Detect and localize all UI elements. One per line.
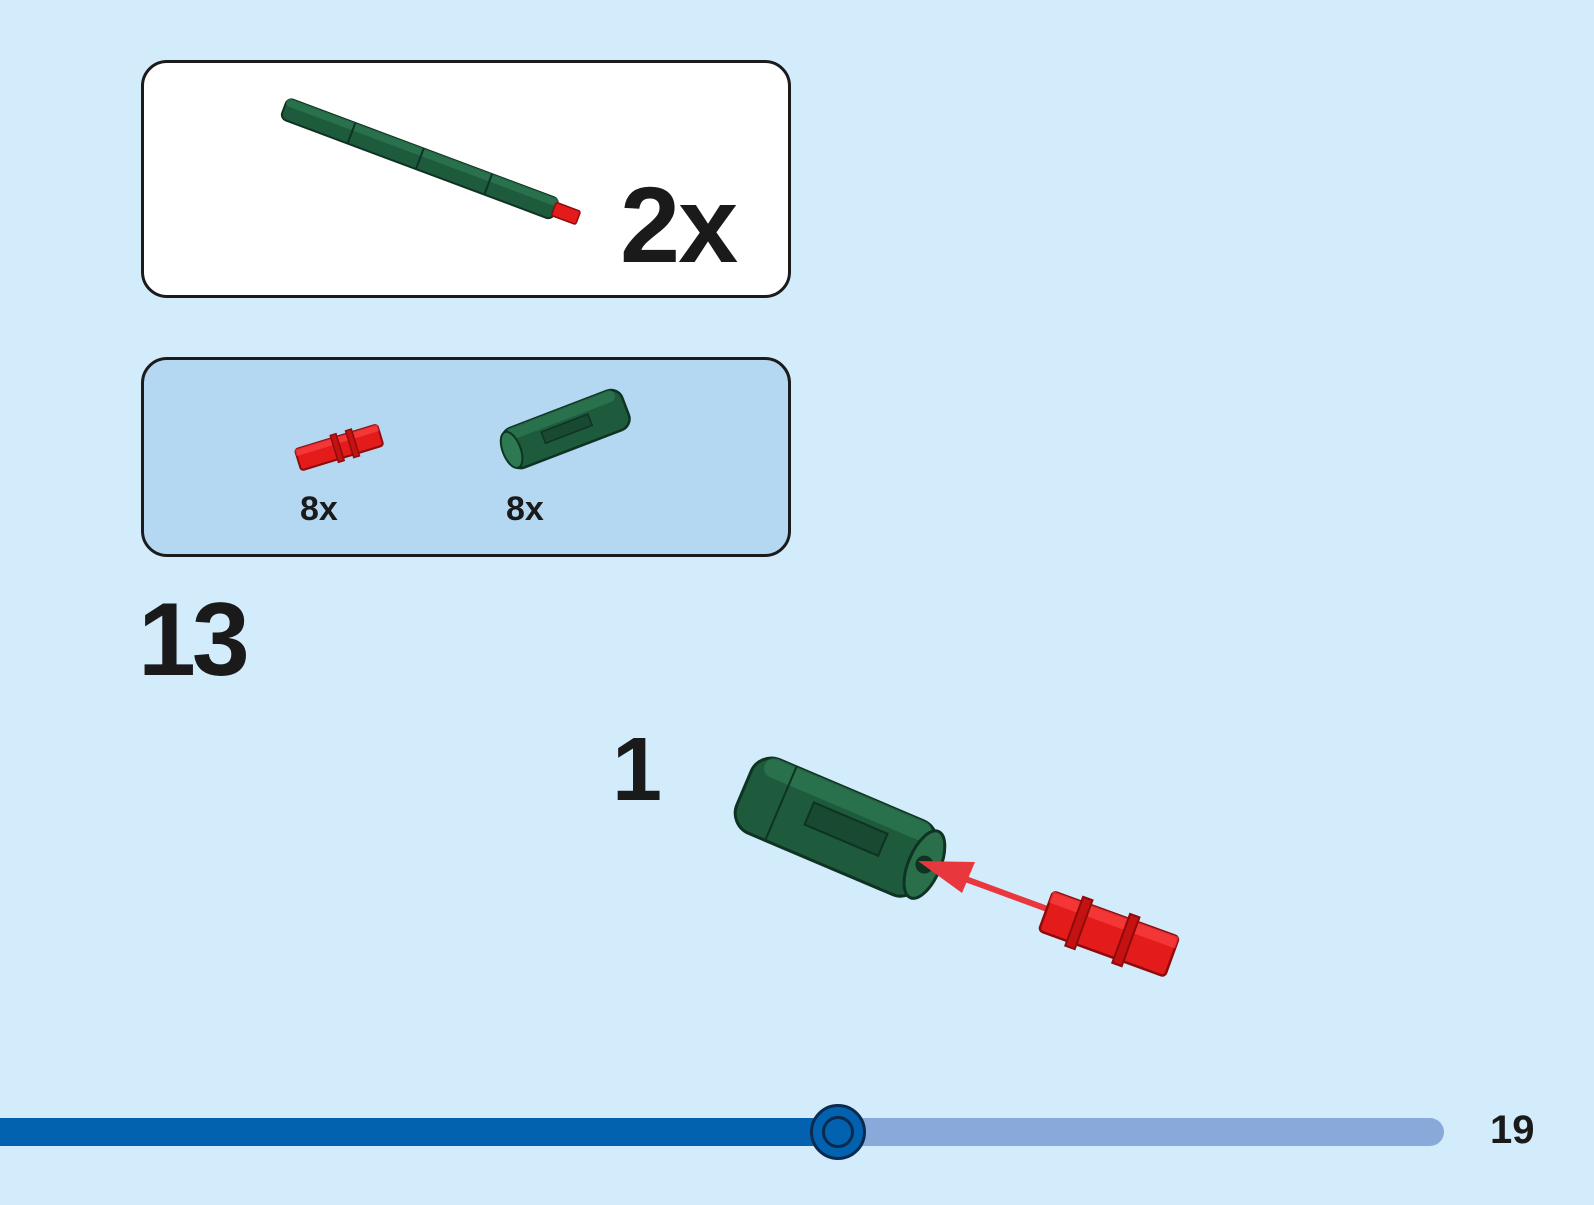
page-number: 19: [1490, 1108, 1535, 1152]
progress-fill: [0, 1118, 838, 1146]
substep-number: 1: [612, 720, 663, 820]
green-axle-connector-count: 8x: [506, 490, 544, 528]
step-number: 13: [138, 582, 250, 698]
result-multiplier: 2x: [620, 164, 738, 285]
green-axle-connector: [733, 756, 947, 900]
red-axle-pin-count: 8x: [300, 490, 338, 528]
red-axle-pin-icon: [294, 424, 384, 471]
insertion-arrow: [918, 861, 1052, 913]
assembled-green-beam-illustration: [280, 98, 581, 225]
green-axle-connector-icon: [499, 388, 631, 470]
progress-bar: [0, 1104, 1444, 1160]
red-axle-pin: [1038, 891, 1180, 977]
result-callout-panel: 2x: [141, 60, 791, 298]
parts-list-panel: 8x 8x: [141, 357, 791, 557]
progress-knob: [810, 1104, 866, 1160]
